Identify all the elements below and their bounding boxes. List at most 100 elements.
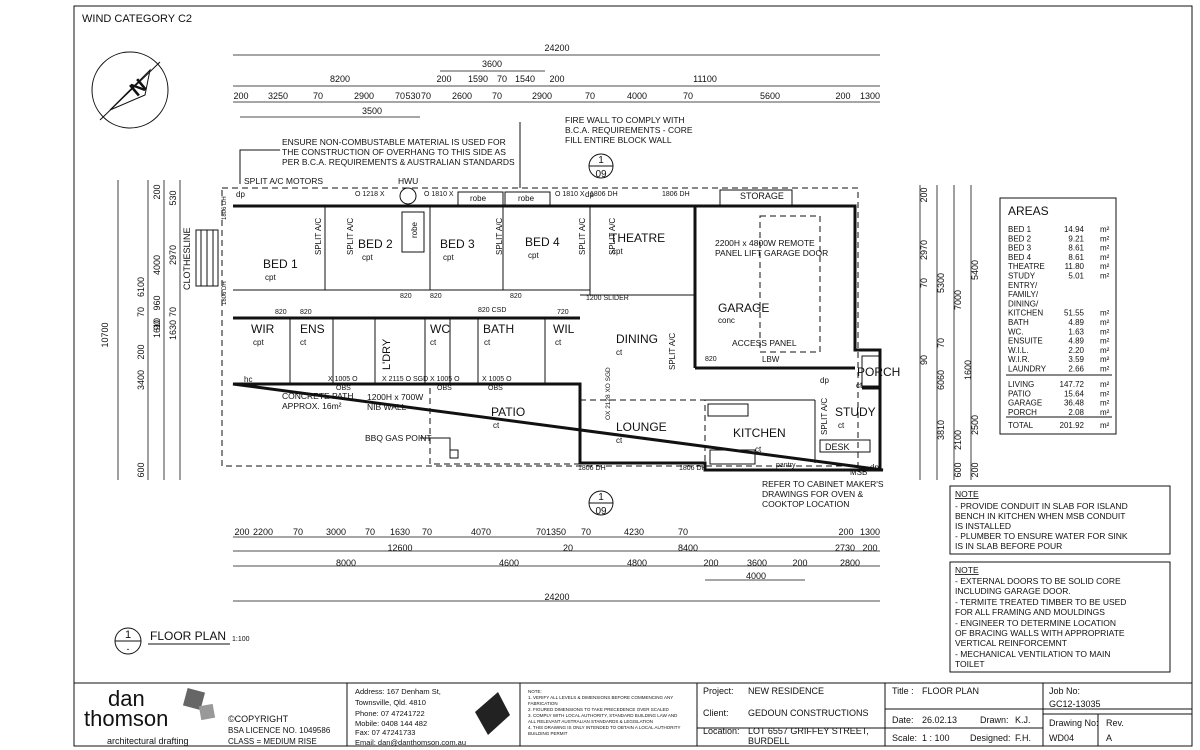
svg-text:2500: 2500	[970, 415, 980, 435]
svg-text:TOTAL: TOTAL	[1008, 421, 1034, 430]
svg-text:COOKTOP LOCATION: COOKTOP LOCATION	[762, 499, 849, 509]
svg-text:4000: 4000	[627, 91, 647, 101]
svg-text:B.C.A. REQUIREMENTS - CORE: B.C.A. REQUIREMENTS - CORE	[565, 125, 693, 135]
svg-text:26.02.13: 26.02.13	[922, 715, 957, 725]
svg-text:- PROVIDE CONDUIT IN SLAB FOR: - PROVIDE CONDUIT IN SLAB FOR ISLAND	[955, 501, 1128, 511]
svg-text:70: 70	[136, 307, 146, 317]
section-marker-top: 1 09	[588, 153, 614, 180]
svg-text:hc: hc	[244, 375, 252, 384]
areas-row-10-col-0: BATH	[1008, 318, 1029, 327]
svg-text:cpt: cpt	[362, 253, 373, 262]
areas-row-14-col-1: 3.59	[1068, 355, 1084, 364]
svg-text:09: 09	[595, 169, 607, 180]
svg-text:- TERMITE TREATED TIMBER TO BE: - TERMITE TREATED TIMBER TO BE USED	[955, 597, 1126, 607]
svg-text:FABRICATION: FABRICATION	[528, 701, 558, 706]
svg-text:200: 200	[152, 184, 162, 199]
room-storage: STORAGE	[740, 191, 784, 201]
svg-text:BSA LICENCE NO. 1049586: BSA LICENCE NO. 1049586	[228, 726, 331, 735]
svg-text:IS INSTALLED: IS INSTALLED	[955, 521, 1011, 531]
svg-text:1806 DH: 1806 DH	[679, 465, 707, 472]
svg-text:BBQ GAS POINT: BBQ GAS POINT	[365, 433, 432, 443]
left-dimensions: 10700 6100 200 530 2970 4000 960 1610 16…	[100, 180, 181, 480]
svg-text:701350: 701350	[536, 527, 566, 537]
room-bed2: BED 2	[358, 237, 393, 251]
title-block: dan thomson architectural drafting ©COPY…	[73, 682, 1193, 747]
svg-text:- EXTERNAL DOORS TO BE SOLID C: - EXTERNAL DOORS TO BE SOLID CORE	[955, 576, 1121, 586]
room-bed3: BED 3	[440, 237, 475, 251]
svg-text:820: 820	[430, 293, 442, 300]
areas-row-15-col-2: m²	[1100, 365, 1110, 374]
areas-row-6-col-0: ENTRY/	[1008, 281, 1038, 290]
svg-text:cpt: cpt	[265, 273, 276, 282]
areas-row-11-col-0: WC.	[1008, 327, 1024, 336]
room-dining: DINING	[616, 332, 658, 346]
svg-text:Designed:: Designed:	[970, 733, 1011, 743]
room-porch: PORCH	[857, 365, 900, 379]
svg-text:70: 70	[919, 278, 929, 288]
svg-text:2800: 2800	[840, 558, 860, 568]
areas-row-9-col-2: m²	[1100, 309, 1110, 318]
svg-text:3600: 3600	[747, 558, 767, 568]
svg-text:10700: 10700	[100, 322, 110, 347]
svg-text:200: 200	[835, 91, 850, 101]
svg-text:4070: 4070	[471, 527, 491, 537]
svg-text:dp: dp	[585, 190, 594, 199]
svg-text:820: 820	[300, 309, 312, 316]
svg-text:HWU: HWU	[398, 176, 418, 186]
room-ens: ENS	[300, 322, 325, 336]
svg-text:820: 820	[275, 309, 287, 316]
svg-text:OX 2128 XO SGD: OX 2128 XO SGD	[605, 367, 612, 420]
areas-row-5-col-0: STUDY	[1008, 272, 1036, 281]
svg-text:09: 09	[595, 506, 607, 517]
svg-text:SPLIT A/C MOTORS: SPLIT A/C MOTORS	[244, 176, 323, 186]
svg-text:70: 70	[678, 527, 688, 537]
svg-text:NOTE: NOTE	[955, 565, 979, 575]
svg-text:- ENGINEER TO DETERMINE LOCATI: - ENGINEER TO DETERMINE LOCATION	[955, 618, 1116, 628]
svg-text:©COPYRIGHT: ©COPYRIGHT	[228, 714, 289, 724]
svg-text:m²: m²	[1100, 421, 1110, 430]
svg-text:5400: 5400	[970, 260, 980, 280]
areas-row-1-col-2: m²	[1100, 234, 1110, 243]
tb-mark-icon	[475, 692, 510, 735]
svg-text:X 2115 O SGD: X 2115 O SGD	[382, 376, 428, 383]
areas-row-15-col-0: LAUNDRY	[1008, 365, 1047, 374]
svg-text:5300: 5300	[936, 273, 946, 293]
svg-text:11100: 11100	[693, 74, 717, 84]
svg-text:3000: 3000	[326, 527, 346, 537]
svg-text:X 1005 O: X 1005 O	[430, 376, 460, 383]
areas-row-b0-col-0: LIVING	[1008, 380, 1034, 389]
svg-text:NOTE:: NOTE:	[528, 689, 542, 694]
svg-text:1: 1	[598, 155, 604, 166]
svg-text:ct: ct	[430, 338, 437, 347]
svg-text:ct: ct	[755, 445, 762, 454]
svg-text:4600: 4600	[499, 558, 519, 568]
note-box-1: NOTE - PROVIDE CONDUIT IN SLAB FOR ISLAN…	[949, 485, 1171, 555]
svg-text:200: 200	[703, 558, 718, 568]
areas-row-10-col-1: 4.89	[1068, 318, 1084, 327]
svg-text:ct: ct	[484, 338, 491, 347]
svg-text:2730: 2730	[835, 543, 855, 553]
svg-text:pantry: pantry	[776, 462, 796, 469]
svg-text:VERTICAL REINFORCEMNT: VERTICAL REINFORCEMNT	[955, 638, 1067, 648]
svg-text:OBS: OBS	[437, 385, 452, 392]
svg-text:8000: 8000	[336, 558, 356, 568]
room-kitchen: KITCHEN	[733, 426, 786, 440]
room-wc: WC	[430, 322, 450, 336]
svg-text:1540: 1540	[515, 74, 535, 84]
svg-text:SPLIT A/C: SPLIT A/C	[608, 218, 617, 255]
svg-text:MSB: MSB	[850, 468, 867, 477]
areas-row-8-col-0: DINING/	[1008, 299, 1039, 308]
svg-text:200: 200	[136, 344, 146, 359]
svg-text:70: 70	[365, 527, 375, 537]
svg-text:X 1005 O: X 1005 O	[328, 376, 358, 383]
areas-row-b0-col-1: 147.72	[1060, 380, 1085, 389]
svg-text:Email: dan@danthomson.com.au: Email: dan@danthomson.com.au	[355, 738, 466, 747]
areas-row-12-col-1: 4.89	[1068, 337, 1084, 346]
areas-row-b2-col-2: m²	[1100, 399, 1110, 408]
svg-text:SPLIT A/C: SPLIT A/C	[668, 333, 677, 370]
areas-row-b1-col-2: m²	[1100, 389, 1110, 398]
logo-mark-icon	[182, 687, 206, 711]
svg-text:BUILDING PERMIT: BUILDING PERMIT	[528, 731, 568, 736]
svg-text:LBW: LBW	[762, 355, 780, 364]
svg-text:dp: dp	[820, 376, 829, 385]
